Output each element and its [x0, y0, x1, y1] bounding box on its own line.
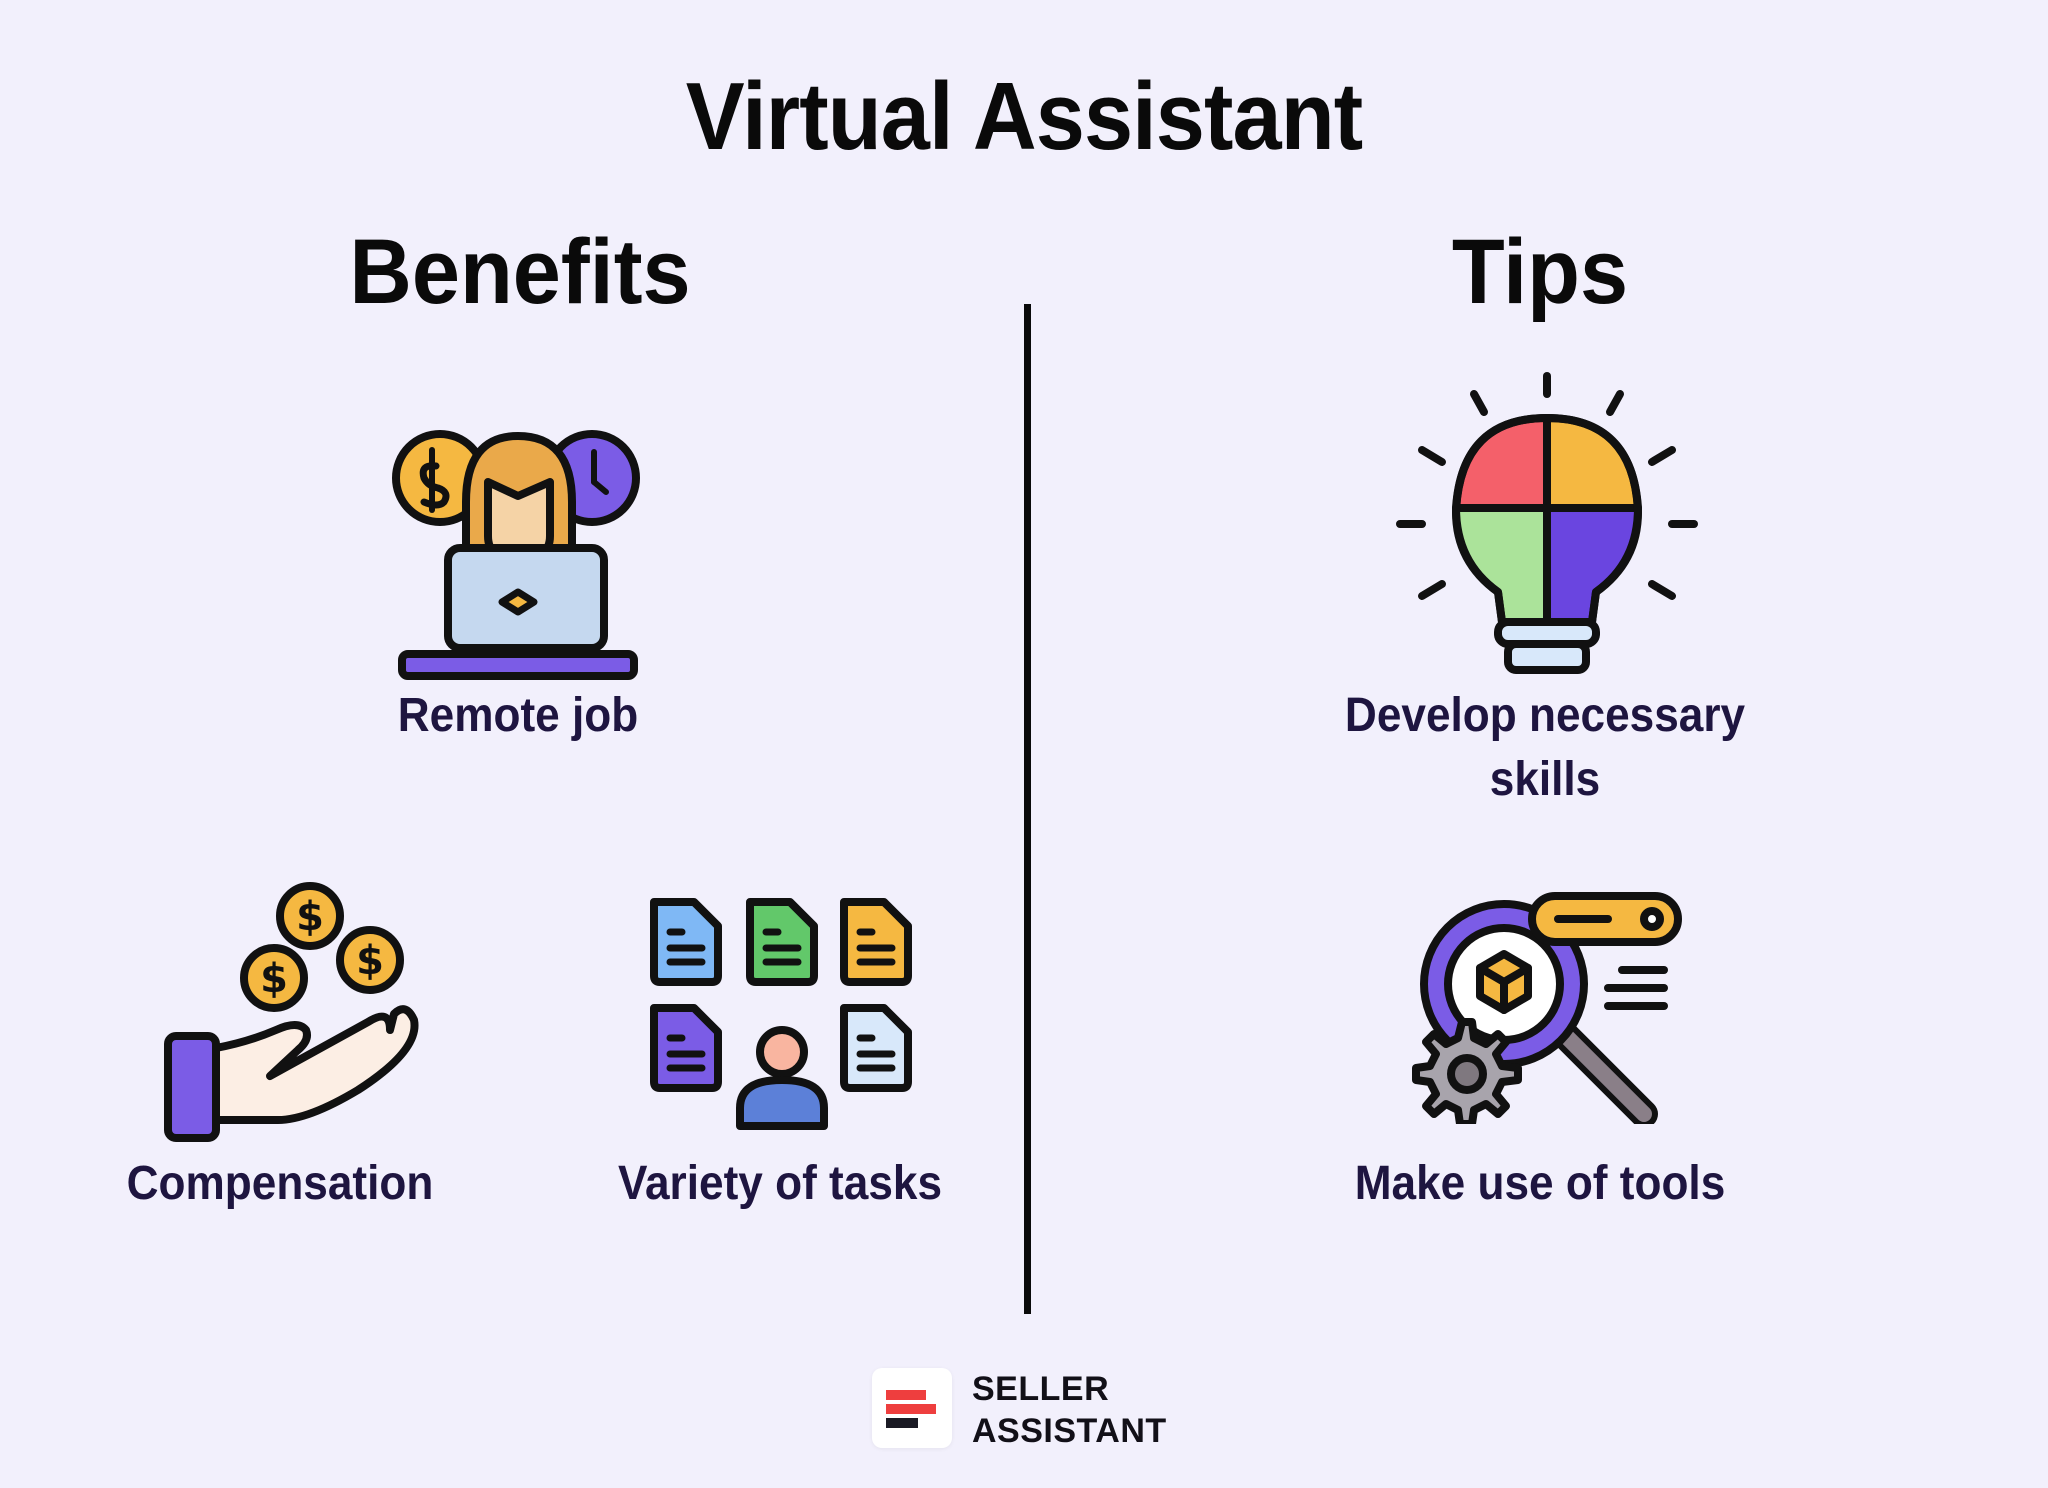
benefit-label-variety-of-tasks: Variety of tasks: [617, 1157, 943, 1210]
logo-text-line2: ASSISTANT: [972, 1412, 1167, 1450]
tip-label-develop-skills-line1: Develop necessary: [1344, 689, 1746, 742]
logo-wordmark: SELLER ASSISTANT: [972, 1368, 1167, 1452]
tip-label-make-use-of-tools: Make use of tools: [1354, 1157, 1726, 1210]
logo-bar-top: [886, 1390, 926, 1400]
svg-text:$: $: [296, 894, 324, 940]
hand-coins-icon: $ $ $: [164, 882, 419, 1142]
benefit-label-remote-job: Remote job: [397, 689, 639, 742]
seller-assistant-logo: [872, 1368, 952, 1448]
svg-text:$: $: [260, 956, 288, 1002]
svg-text:$: $: [356, 938, 384, 984]
column-divider: [1024, 304, 1031, 1314]
tips-heading: Tips: [1451, 221, 1629, 323]
puzzle-lightbulb-icon: [1396, 372, 1698, 674]
logo-text-line1: SELLER: [972, 1370, 1110, 1408]
logo-bar-middle: [886, 1404, 936, 1414]
tip-label-develop-skills-line2: skills: [1489, 753, 1601, 806]
documents-person-icon: [650, 898, 912, 1130]
logo-bar-bottom: [886, 1418, 918, 1428]
benefits-heading: Benefits: [349, 221, 691, 323]
remote-worker-laptop-icon: [392, 430, 640, 680]
benefit-label-compensation: Compensation: [126, 1157, 434, 1210]
magnifier-gear-tools-icon: [1412, 892, 1682, 1124]
page-title: Virtual Assistant: [685, 63, 1363, 170]
